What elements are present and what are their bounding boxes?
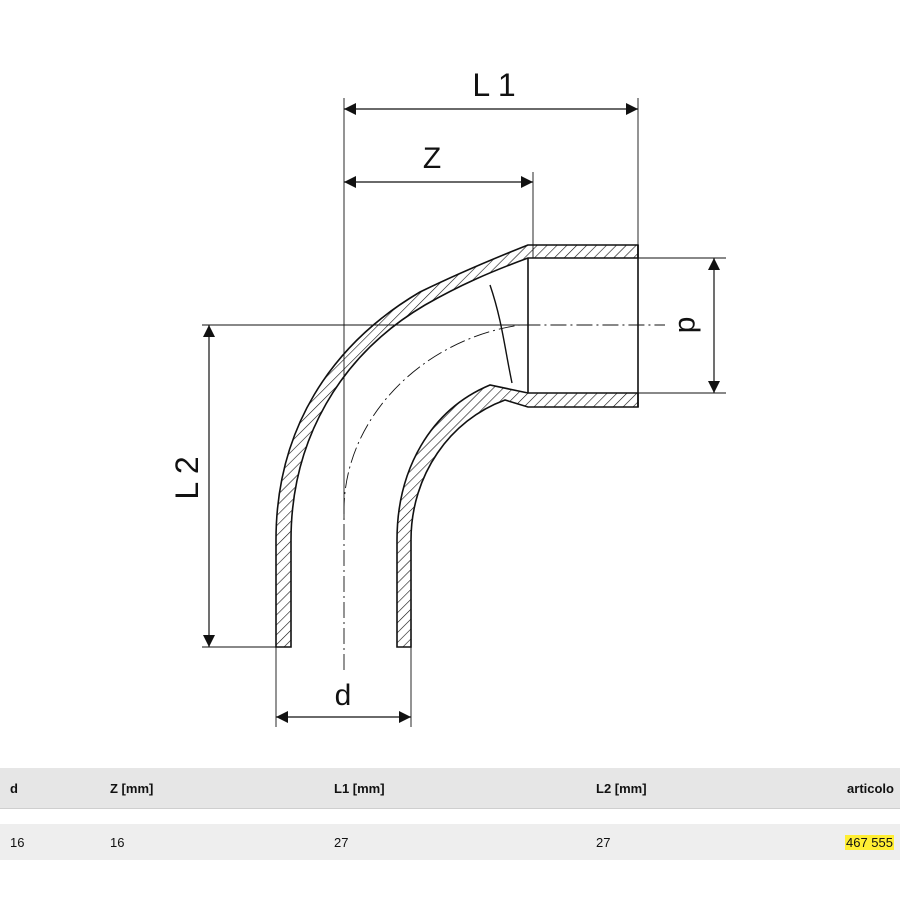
d-right-label: d xyxy=(672,317,705,334)
header-l1: L1 [mm] xyxy=(334,780,385,796)
inner-wall xyxy=(396,384,639,648)
l2-label: L 2 xyxy=(169,456,205,499)
z-label: Z xyxy=(423,142,441,175)
cell-articolo[interactable]: 467 555 xyxy=(810,834,900,850)
header-z: Z [mm] xyxy=(110,780,154,796)
l1-label: L 1 xyxy=(472,67,515,103)
cell-l2: 27 xyxy=(596,834,611,850)
spec-table: d Z [mm] L1 [mm] L2 [mm] articolo 16 16 … xyxy=(0,768,900,860)
header-articolo: articolo xyxy=(847,780,894,796)
header-d: d xyxy=(10,780,18,796)
center-line xyxy=(343,324,665,670)
pipe-elbow-drawing: L 1 Z L 2 d d xyxy=(169,67,726,727)
header-l2: L2 [mm] xyxy=(596,780,647,796)
header-divider xyxy=(0,808,900,809)
table-header-row: d Z [mm] L1 [mm] L2 [mm] articolo xyxy=(0,768,900,808)
table-row: 16 16 27 27 467 555 xyxy=(0,824,900,860)
cell-z: 16 xyxy=(110,834,125,850)
articolo-number[interactable]: 467 555 xyxy=(845,834,894,850)
cell-d: 16 xyxy=(10,834,25,850)
d-bottom-label: d xyxy=(335,679,352,712)
socket-transition xyxy=(489,284,513,384)
cell-l1: 27 xyxy=(334,834,349,850)
outer-wall xyxy=(275,244,639,648)
